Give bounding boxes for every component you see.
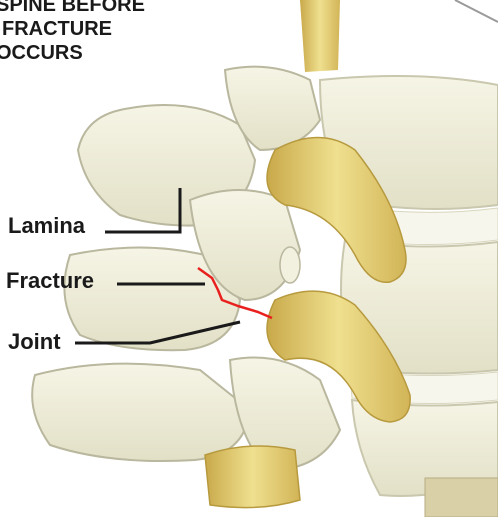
joint-capsule xyxy=(280,247,300,283)
fracture-label: Fracture xyxy=(6,269,94,293)
spinal-cord-top xyxy=(300,0,340,72)
lamina-label: Lamina xyxy=(8,214,85,238)
textured-block xyxy=(425,478,498,517)
title-line-1: SPINE BEFORE xyxy=(0,0,145,16)
title-line-3: OCCURS xyxy=(0,42,83,64)
title-line-2: FRACTURE xyxy=(2,18,112,40)
frame-edge xyxy=(455,0,498,22)
lower-spinous-process xyxy=(32,364,250,461)
joint-label: Joint xyxy=(8,330,61,354)
bottom-nerve-root xyxy=(205,446,300,508)
